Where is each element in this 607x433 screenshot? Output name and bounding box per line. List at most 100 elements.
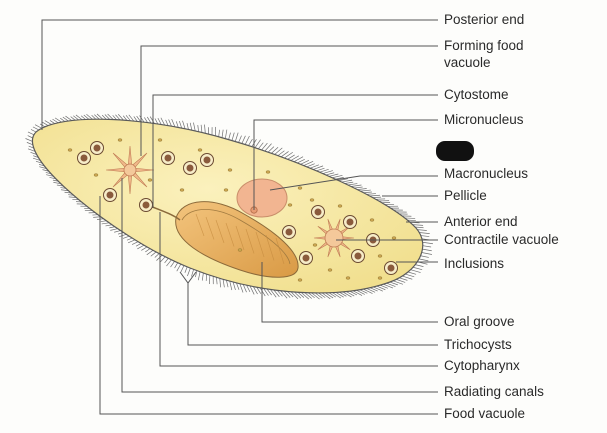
cilium	[246, 284, 251, 293]
cilium	[328, 292, 337, 298]
cilium	[145, 248, 151, 253]
cilium	[270, 289, 277, 298]
cilium	[35, 160, 43, 164]
cilium	[26, 142, 34, 146]
label-food-vacuole: Food vacuole	[444, 406, 526, 421]
cilium	[171, 119, 176, 127]
cilium	[133, 116, 138, 122]
food-vacuole	[384, 261, 398, 275]
cilium	[266, 288, 272, 296]
cilium	[396, 279, 406, 283]
food-vacuole	[103, 188, 117, 202]
cilium	[201, 272, 204, 281]
leader-oral-groove	[261, 262, 438, 323]
cilium	[157, 117, 162, 125]
inclusion	[391, 236, 397, 240]
cilium	[304, 292, 312, 299]
cilium	[329, 173, 339, 177]
cilium	[276, 290, 283, 297]
inclusion	[327, 268, 333, 272]
cilium	[325, 292, 334, 299]
groove-stripe	[265, 234, 275, 261]
cilium	[322, 170, 333, 174]
inclusion	[67, 148, 73, 152]
inclusion	[237, 248, 243, 252]
cilium	[301, 292, 310, 300]
cilium	[164, 258, 169, 264]
food-vacuole	[282, 225, 296, 239]
food-vacuole-contents	[186, 164, 194, 172]
cilium	[303, 160, 314, 166]
label-oral-groove: Oral groove	[444, 314, 515, 329]
cilium	[369, 287, 378, 292]
cilium	[386, 282, 396, 287]
cilium	[421, 252, 433, 255]
food-vacuole-contents	[80, 154, 88, 162]
cilium	[261, 142, 268, 151]
cilium	[107, 113, 114, 120]
cilium	[91, 114, 97, 120]
macronucleus	[236, 178, 288, 218]
label-inclusions: Inclusions	[444, 256, 505, 271]
label-posterior-end: Posterior end	[444, 12, 525, 27]
label-contractile-vacuole: Contractile vacuole	[444, 232, 559, 247]
cilium	[154, 253, 160, 258]
cilium	[379, 284, 388, 289]
cilium	[65, 115, 72, 121]
cilium	[234, 132, 239, 142]
food-vacuole	[90, 141, 104, 155]
cilium	[34, 124, 42, 129]
cilium	[165, 119, 169, 126]
label-forming-food-vacuole-line1: Forming food	[444, 38, 524, 53]
cilium	[126, 237, 133, 241]
cilium	[25, 138, 33, 142]
cilium	[267, 146, 275, 153]
oral-groove-rim	[181, 209, 291, 265]
cilium	[146, 116, 152, 124]
cilia	[25, 113, 434, 300]
cilium	[229, 281, 233, 291]
cilium	[156, 254, 163, 261]
cilium	[231, 132, 235, 141]
cilium	[27, 131, 35, 136]
cilium	[39, 166, 47, 169]
food-vacuoles	[77, 141, 398, 275]
cilium	[115, 114, 121, 121]
cilium	[335, 177, 344, 180]
cilium	[263, 288, 269, 296]
cilium	[357, 188, 367, 190]
inclusion	[337, 204, 343, 208]
cilium	[274, 147, 283, 155]
cilium	[166, 259, 172, 267]
leader-trichocysts	[187, 282, 438, 346]
cilium	[218, 129, 220, 137]
cilium	[141, 246, 148, 251]
food-vacuole-contents	[285, 228, 293, 236]
inclusion	[345, 276, 351, 280]
cilium	[249, 285, 255, 295]
cilium	[271, 146, 279, 154]
contractile-vacuole-posterior	[105, 145, 155, 195]
cilium	[351, 184, 362, 187]
cilium	[101, 222, 110, 225]
cilium	[349, 290, 358, 296]
cilium	[418, 258, 429, 262]
inclusion	[147, 178, 153, 182]
cilium	[264, 143, 272, 152]
cilium	[363, 191, 372, 194]
cilium	[136, 115, 142, 122]
vacuole-core	[324, 228, 344, 248]
redaction-blob	[436, 141, 474, 161]
food-vacuole-contents	[106, 191, 114, 199]
cilium	[119, 234, 127, 238]
inclusion	[287, 203, 293, 207]
cilium	[137, 244, 145, 250]
cilium	[139, 115, 145, 123]
cilium	[241, 135, 246, 144]
inclusion	[265, 170, 271, 174]
cilium	[410, 269, 421, 273]
cilium	[369, 194, 381, 197]
cilium	[273, 289, 280, 297]
cilium	[193, 122, 196, 131]
cilium	[186, 123, 189, 130]
